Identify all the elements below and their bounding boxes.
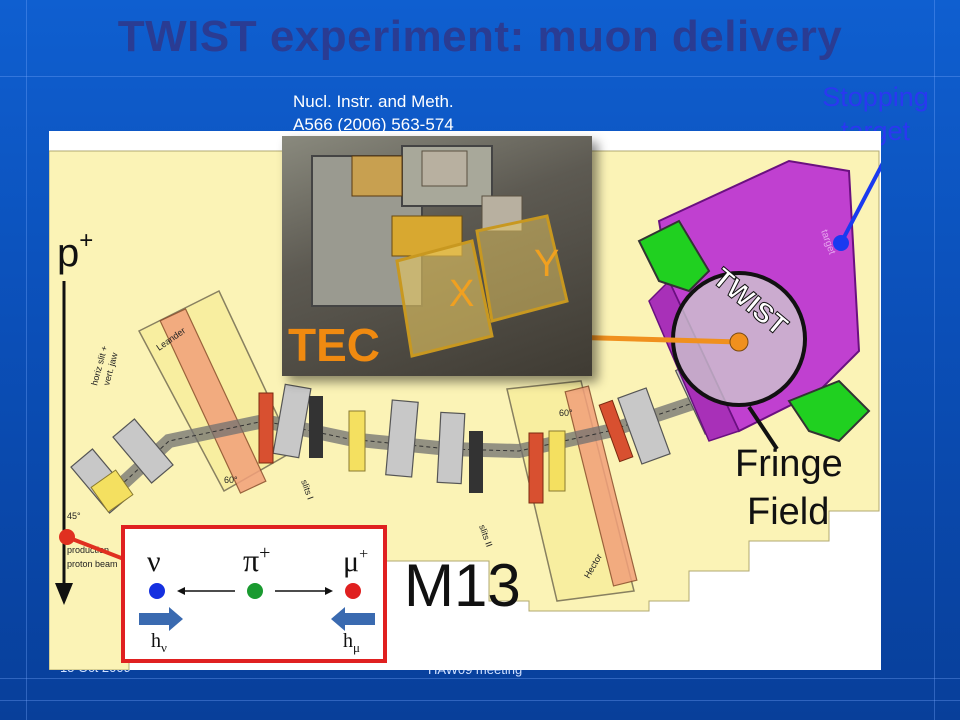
reference-citation: Nucl. Instr. and Meth. A566 (2006) 563-5… [293,90,454,136]
muon-helicity-sub: μ [353,640,360,655]
production-target-link [66,535,130,563]
decay-arrowhead-left [177,587,185,595]
tec-x-label: X [449,273,474,315]
yellow-elements [90,410,566,513]
neutrino-helicity-label: hν [151,630,167,655]
photo-coil [421,150,468,187]
pion-symbol: π [243,542,259,578]
tec-pointer-dot [729,332,749,352]
yellow-element [90,469,134,513]
decay-arrowhead-right [325,587,333,595]
neutrino-symbol: ν [147,545,161,578]
quadrupole [385,399,419,478]
fringe-line-1: Fringe [735,443,843,485]
neutrino-helicity-sub: ν [161,640,167,655]
proton-label: p+ [57,227,93,275]
quadrupole [112,418,174,484]
production-label: production [67,545,109,555]
photo-coil [351,155,403,197]
quadrupole [272,383,312,459]
red-collimators [258,392,634,504]
background-grid-line [0,700,960,701]
reference-line-1: Nucl. Instr. and Meth. [293,92,454,111]
green-yoke-bottom [787,379,871,443]
muon-label: μ+ [343,545,368,578]
slit-block [469,431,483,493]
muon-helicity-arrow [331,607,375,631]
fringe-field-label: Fringe Field [735,443,853,533]
pion-decay-svg: ν π+ μ+ hν hμ [139,542,375,655]
pion-decay-inset: ν π+ μ+ hν hμ [121,525,387,663]
stopping-target-dot [833,235,849,251]
tec-photo-svg: X Y TEC [288,145,569,371]
tec-y-label: Y [534,243,559,285]
yellow-element [348,410,366,472]
photo-coils [351,150,523,257]
pion-charge: + [259,542,270,564]
stopping-target-line-1: Stopping [822,82,929,112]
reference-line-2: A566 (2006) 563-574 [293,115,454,134]
fringe-field-pointer [747,405,779,451]
quadrupole [436,411,466,485]
m13-label: M13 [404,552,521,619]
muon-dot [345,583,361,599]
tec-label: TEC [288,319,380,371]
production-target-dot [59,529,75,545]
background-grid-line [26,0,27,720]
proton-symbol: p [57,231,79,275]
muon-charge: + [359,546,368,563]
slide-title: TWIST experiment: muon delivery [117,12,843,61]
yellow-element [548,430,566,492]
background-grid-line [0,76,960,77]
neutrino-dot [149,583,165,599]
collimator [528,432,544,504]
proton-beam-label: proton beam [67,559,118,569]
angle-60-label: 60° [559,408,573,418]
neutrino-helicity-h: h [151,630,161,652]
angle-45-label: 45° [67,511,81,521]
background-grid-line [0,678,960,679]
green-yoke-top [637,219,711,293]
collimator [598,399,634,463]
muon-symbol: μ [343,545,359,578]
proton-beam-arrowhead [55,583,73,605]
background-grid-line [934,0,935,720]
pion-dot [247,583,263,599]
leander-coil [159,308,267,494]
neutrino-helicity-arrow [139,607,183,631]
fringe-line-2: Field [747,491,829,533]
pion-label: π+ [243,542,270,578]
proton-charge: + [79,227,93,254]
tec-y-plane [475,214,569,323]
slit-block [309,396,323,458]
muon-helicity-h: h [343,630,353,652]
angle-60-label: 60° [224,475,238,485]
tec-photo: X Y TEC [282,136,592,376]
stopping-target-pointer [839,162,881,244]
collimator [258,392,274,464]
quadrupole [617,387,671,465]
tec-x-plane [395,239,494,358]
muon-helicity-label: hμ [343,630,360,655]
dark-slits [309,396,483,493]
